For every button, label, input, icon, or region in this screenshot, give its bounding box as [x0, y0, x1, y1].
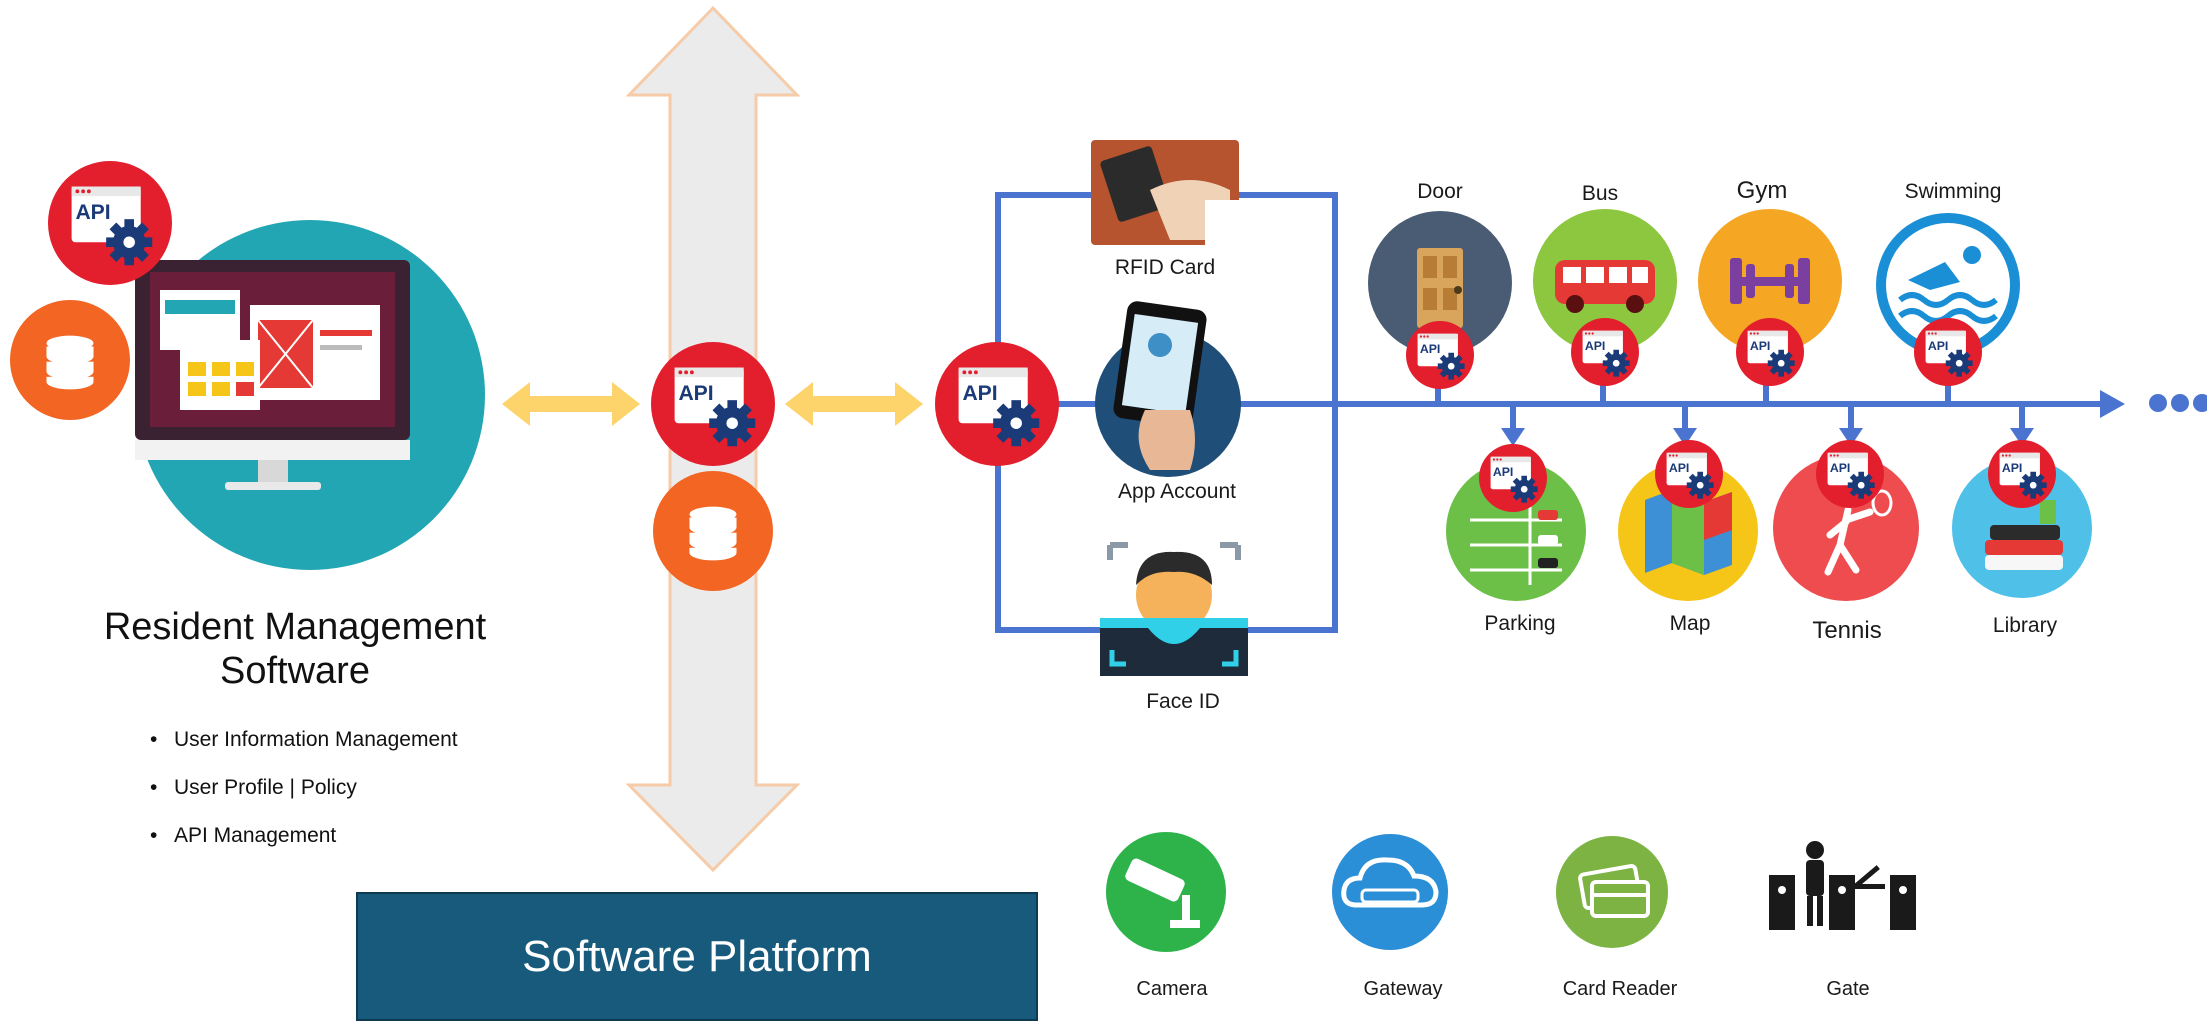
parking-icon — [1446, 461, 1586, 601]
resident-software-title: Resident Management Software — [60, 605, 530, 693]
resident-database-icon — [10, 300, 130, 420]
rfid-card-icon — [1091, 140, 1239, 245]
resident-software-title-line1: Resident Management — [103, 606, 487, 648]
swimming-label: Swimming — [1904, 180, 2002, 203]
feature-item: User Profile | Policy — [150, 773, 458, 821]
door-icon — [1368, 211, 1512, 355]
map-label: Map — [1669, 612, 1711, 635]
books-icon — [1952, 458, 2092, 598]
rfid-card-label: RFID Card — [1114, 256, 1216, 279]
map-icon — [1618, 461, 1758, 601]
resident-software-title-line2: Software — [220, 650, 370, 692]
security-camera-icon — [1106, 832, 1226, 952]
face-scan-icon — [1100, 542, 1248, 676]
platform-database-icon — [653, 471, 773, 591]
parking-label: Parking — [1484, 612, 1556, 635]
cloud-gateway-icon — [1332, 834, 1448, 950]
dumbbell-icon — [1698, 209, 1842, 353]
access-api-badge — [935, 342, 1059, 466]
card-reader-label: Card Reader — [1562, 978, 1678, 1000]
resident-api-badge — [48, 161, 172, 285]
card-reader-icon — [1556, 836, 1668, 948]
resident-software-illustration — [135, 220, 485, 570]
software-platform-box: Software Platform — [356, 892, 1038, 1021]
gate-label: Gate — [1826, 978, 1870, 1000]
connector-arrowheads — [1501, 390, 2125, 446]
app-account-label: App Account — [1118, 480, 1236, 503]
service-api-badges-bottom — [1479, 440, 2056, 512]
swimmer-icon — [1876, 213, 2020, 357]
gateway-label: Gateway — [1363, 978, 1443, 1000]
tennis-label: Tennis — [1812, 617, 1882, 644]
library-label: Library — [1992, 614, 2058, 637]
continuation-dots — [2149, 394, 2207, 412]
bus-icon — [1533, 209, 1677, 353]
software-platform-label: Software Platform — [522, 931, 872, 981]
feature-item: User Information Management — [150, 725, 458, 773]
bus-label: Bus — [1581, 182, 1619, 205]
feature-list: User Information Management User Profile… — [150, 725, 458, 869]
face-id-label: Face ID — [1146, 690, 1220, 713]
turnstile-gate-icon — [1769, 841, 1916, 930]
platform-api-badge — [651, 342, 775, 466]
link-arrow-left — [502, 382, 640, 426]
door-label: Door — [1417, 180, 1463, 203]
feature-item: API Management — [150, 821, 458, 869]
link-arrow-right — [785, 382, 923, 426]
camera-label: Camera — [1136, 978, 1208, 1000]
smartphone-app-icon — [1095, 301, 1241, 477]
gym-label: Gym — [1736, 177, 1788, 204]
service-api-badges-top — [1406, 318, 1982, 389]
